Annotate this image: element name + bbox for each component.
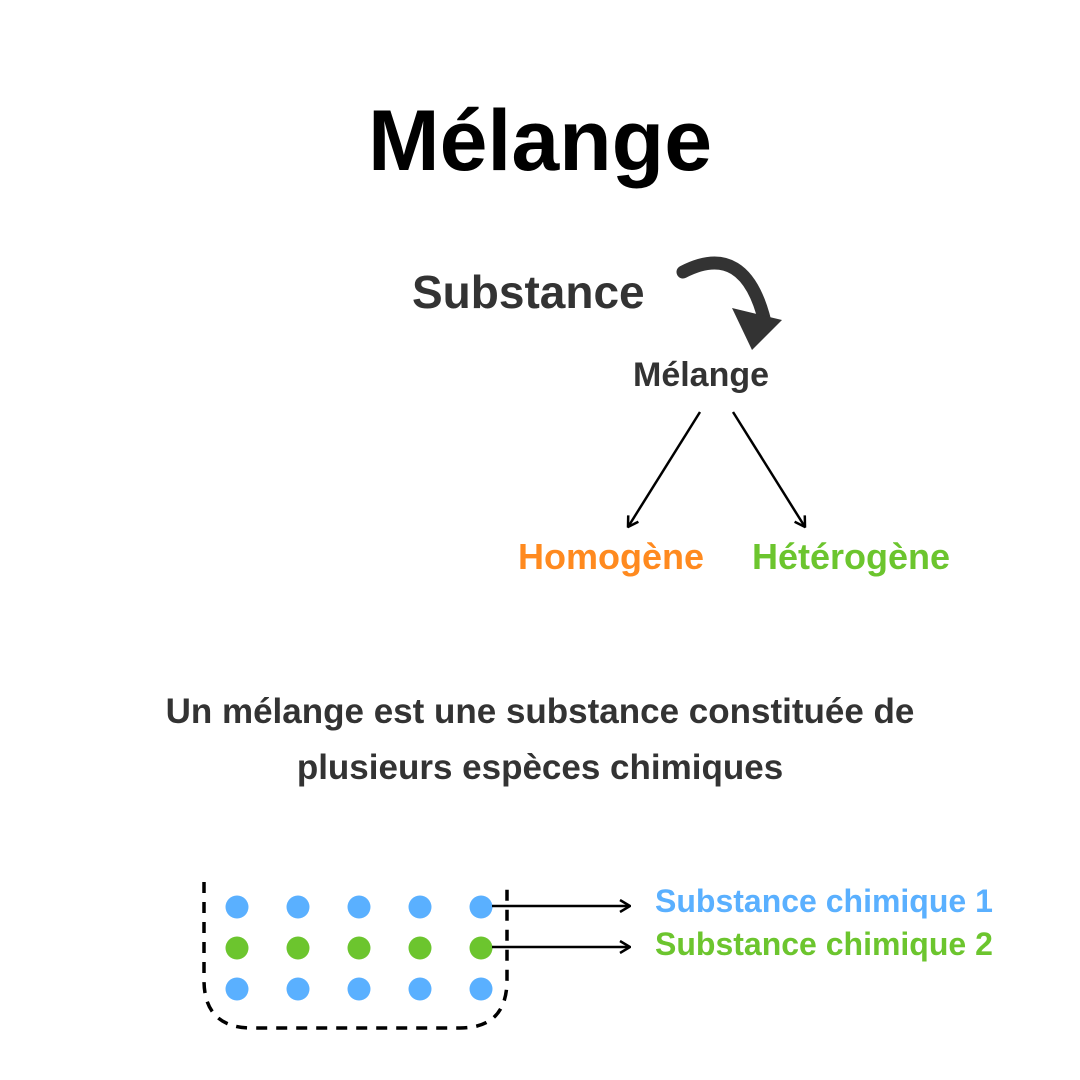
definition-line-2: plusieurs espèces chimiques — [296, 748, 784, 787]
homogeneous-label: Homogène — [518, 536, 705, 577]
particle-substance-1 — [225, 977, 249, 1001]
curved-arrow-icon — [676, 256, 782, 350]
particle-substance-2 — [408, 936, 432, 960]
heterogeneous-label: Hétérogène — [752, 536, 951, 577]
particle-substance-1 — [286, 977, 310, 1001]
arrow-to-heterogeneous — [731, 411, 805, 527]
particle-substance-2 — [469, 936, 493, 960]
particle-substance-1 — [408, 977, 432, 1001]
particle-substance-1 — [408, 895, 432, 919]
particle-substance-1 — [225, 895, 249, 919]
particle-substance-1 — [469, 977, 493, 1001]
definition-line-1: Un mélange est une substance constituée … — [165, 692, 915, 731]
arrow-to-homogeneous — [628, 411, 702, 527]
particle-substance-1 — [286, 895, 310, 919]
particle-substance-1 — [469, 895, 493, 919]
particle-substance-1 — [347, 895, 371, 919]
particles — [225, 895, 493, 1001]
page-title: Mélange — [367, 93, 713, 189]
particle-substance-1 — [347, 977, 371, 1001]
particle-substance-2 — [347, 936, 371, 960]
legend-substance-1: Substance chimique 1 — [655, 883, 993, 919]
particle-substance-2 — [286, 936, 310, 960]
melange-label: Mélange — [633, 356, 770, 394]
legend-substance-2: Substance chimique 2 — [655, 926, 993, 962]
definition-text: Un mélange est une substance constituée … — [0, 684, 1080, 796]
substance-label: Substance — [412, 266, 645, 318]
particle-substance-2 — [225, 936, 249, 960]
